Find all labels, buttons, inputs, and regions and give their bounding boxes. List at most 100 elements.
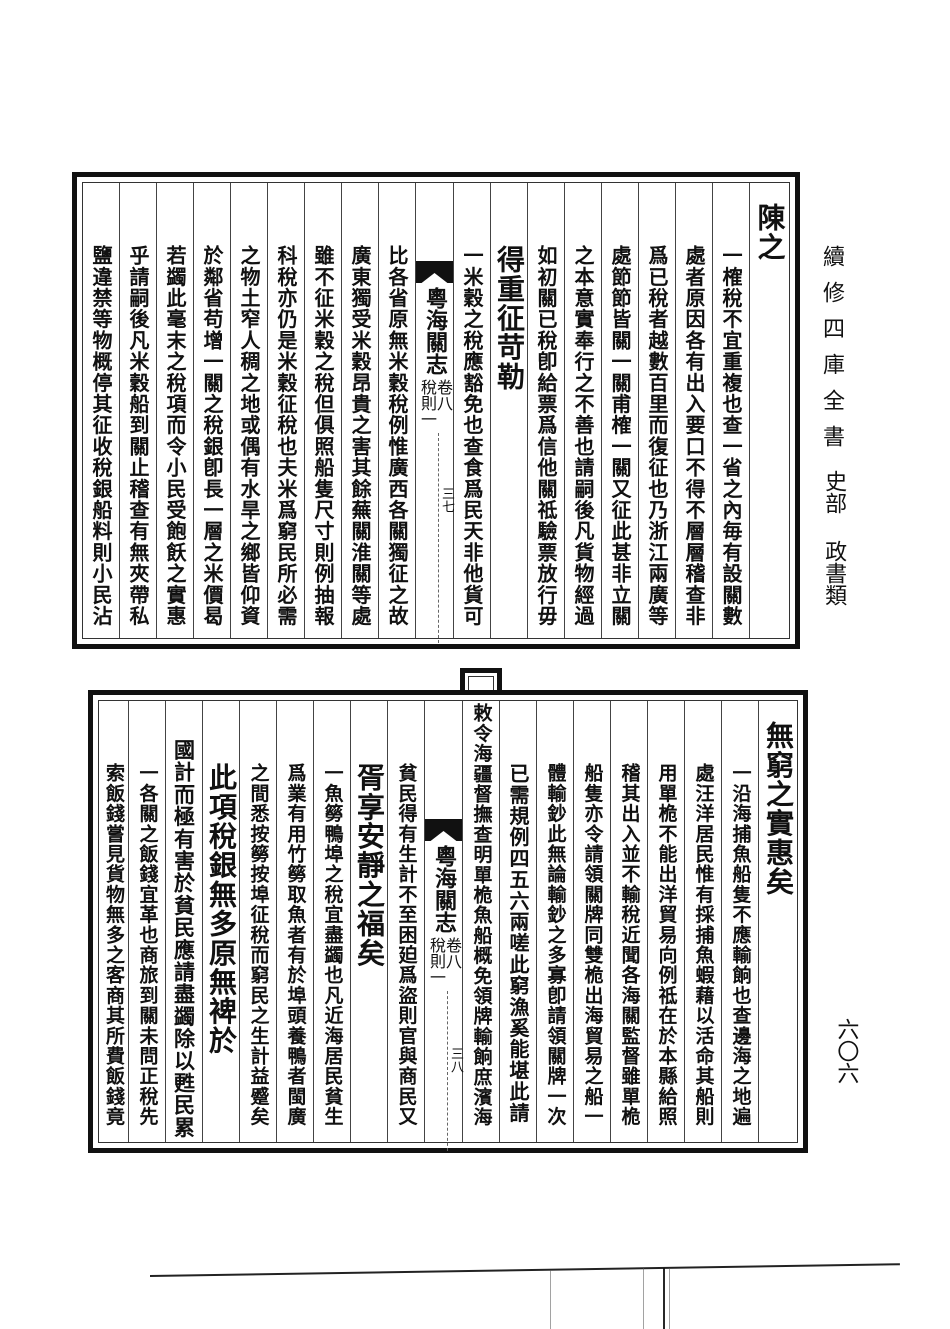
column-text: 鹽違禁等物概停其征收稅銀船料則小民沾	[89, 245, 113, 627]
column-text: 於鄰省苟增一關之稅銀卽長一層之米價曷	[200, 245, 224, 627]
text-column: 雖不征米穀之稅但俱照船隻尺寸則例抽報	[304, 183, 341, 638]
text-column: 一米穀之稅應豁免也查食爲民天非他貨可	[453, 183, 490, 638]
column-text: 處汪洋居民惟有採捕魚蝦藉以活命其船則	[692, 763, 715, 1127]
fold-leaf-number: 三七	[439, 487, 454, 513]
text-column: 科稅亦仍是米穀征稅也夫米爲窮民所必需	[267, 183, 304, 638]
column-text: 敕令海疆督撫查明單桅魚船概免領牌輸餉庶濱海	[470, 703, 493, 1128]
column-text: 處節節皆關一關甫榷一關又征此甚非立關	[608, 245, 632, 627]
text-column: 貧民得有生計不至困廹爲盜則官與商民又	[387, 701, 424, 1142]
column-text: 一米穀之稅應豁免也查食爲民天非他貨可	[460, 245, 484, 627]
series-title: 續修四庫全書	[819, 245, 844, 461]
text-column: 爲已稅者越數百里而復征也乃浙江兩廣等	[638, 183, 675, 638]
tab-inner-rule	[468, 676, 494, 694]
fold-book-title: 粵海關志	[431, 845, 457, 933]
text-column: 鹽違禁等物概停其征收稅銀船料則小民沾	[83, 183, 119, 638]
text-column: 乎請嗣後凡米穀船到關止稽查有無夾帶私	[119, 183, 156, 638]
column-text: 用單桅不能出洋貿易向例祗在於本縣給照	[655, 763, 678, 1127]
text-column: 體輸鈔此無論輸鈔之多寡卽請領關牌一次	[536, 701, 573, 1142]
column-text: 陳之	[753, 203, 787, 262]
text-column: 處節節皆關一關甫榷一關又征此甚非立關	[601, 183, 638, 638]
text-column: 國計而極有害於貧民應請盡蠲除以甦民累	[165, 701, 202, 1142]
column-text: 得重征苛勒	[493, 245, 526, 391]
column-text: 船隻亦令請領關牌同雙桅出海貿易之船一	[581, 763, 604, 1127]
column-text: 比各省原無米穀稅例惟廣西各關獨征之故	[385, 245, 409, 627]
bottom-text-panel: 無窮之實惠矣 一沿海捕魚船隻不應輸餉也查邊海之地遍 處汪洋居民惟有採捕魚蝦藉以活…	[88, 690, 808, 1153]
fold-chapter: 稅則一	[418, 379, 437, 427]
center-fold: 粵海關志 卷八 稅則一 三七	[415, 183, 454, 643]
text-column: 此項稅銀無多原無裨於	[202, 701, 239, 1142]
fishtail-marker-icon	[416, 261, 453, 283]
text-column: 已需規例四五六兩嗟此窮漁奚能堪此請	[499, 701, 536, 1142]
text-column: 一榷稅不宜重複也查一省之內毎有設關數	[712, 183, 749, 638]
column-text: 國計而極有害於貧民應請盡蠲除以甦民累	[171, 739, 197, 1139]
scan-artifact	[643, 1268, 644, 1329]
scan-edge-line	[149, 1263, 900, 1277]
text-column: 稽其出入並不輸稅近聞各海關監督雖單桅	[610, 701, 647, 1142]
column-text: 貧民得有生計不至困廹爲盜則官與商民又	[395, 763, 418, 1127]
column-text: 爲已稅者越數百里而復征也乃浙江兩廣等	[645, 245, 669, 627]
top-panel-columns: 陳之 一榷稅不宜重複也查一省之內毎有設關數 處者原因各有出入要口不得不層層稽查非…	[82, 182, 790, 643]
text-column: 無窮之實惠矣	[758, 701, 797, 1142]
text-column: 之物土窄人稠之地或偶有水旱之鄉皆仰資	[230, 183, 267, 638]
column-text: 一沿海捕魚船隻不應輸餉也查邊海之地遍	[729, 763, 752, 1127]
column-text: 科稅亦仍是米穀征稅也夫米爲窮民所必需	[274, 245, 298, 627]
column-text: 爲業有用竹簩取魚者有於埠頭養鴨者閩廣	[284, 763, 307, 1127]
raised-honorific-tab	[460, 668, 502, 694]
column-text: 之本意實奉行之不善也請嗣後凡貨物經過	[571, 245, 595, 627]
bottom-panel-columns: 無窮之實惠矣 一沿海捕魚船隻不應輸餉也查邊海之地遍 處汪洋居民惟有採捕魚蝦藉以活…	[98, 700, 798, 1151]
top-text-panel: 陳之 一榷稅不宜重複也查一省之內毎有設關數 處者原因各有出入要口不得不層層稽查非…	[72, 172, 800, 649]
column-text: 廣東獨受米穀昂貴之害其餘蕪關淮關等處	[348, 245, 372, 627]
column-text: 若蠲此毫末之稅項而令小民受飽飫之實惠	[163, 245, 187, 627]
scan-artifact	[669, 1268, 670, 1329]
fishtail-marker-icon	[425, 819, 462, 841]
fold-book-title: 粵海關志	[422, 287, 448, 375]
page-number: 六〇六	[833, 1018, 859, 1084]
column-text: 稽其出入並不輸稅近聞各海關監督雖單桅	[618, 763, 641, 1127]
category-label: 政書類	[821, 540, 847, 606]
text-column: 之本意實奉行之不善也請嗣後凡貨物經過	[564, 183, 601, 638]
text-column: 敕令海疆督撫查明單桅魚船概免領牌輸餉庶濱海	[462, 701, 499, 1142]
column-text: 一榷稅不宜重複也查一省之內毎有設關數	[719, 245, 743, 627]
text-column: 之間悉按簩按埠征稅而窮民之生計益蹙矣	[239, 701, 276, 1142]
column-text: 一各關之飯錢宜革也商旅到關未問正稅先	[136, 763, 159, 1127]
fold-rule	[447, 991, 448, 1151]
section-label: 史部	[821, 470, 847, 514]
text-column: 處汪洋居民惟有採捕魚蝦藉以活命其船則	[684, 701, 721, 1142]
text-column: 廣東獨受米穀昂貴之害其餘蕪關淮關等處	[341, 183, 378, 638]
text-column: 處者原因各有出入要口不得不層層稽查非	[675, 183, 712, 638]
text-column: 如初關已稅卽給票爲信他關祗驗票放行毋	[527, 183, 564, 638]
text-column: 一各關之飯錢宜革也商旅到關未問正稅先	[128, 701, 165, 1142]
column-text: 處者原因各有出入要口不得不層層稽查非	[682, 245, 706, 627]
column-text: 之間悉按簩按埠征稅而窮民之生計益蹙矣	[247, 763, 270, 1127]
column-text: 之物土窄人稠之地或偶有水旱之鄉皆仰資	[237, 245, 261, 627]
text-column: 船隻亦令請領關牌同雙桅出海貿易之船一	[573, 701, 610, 1142]
text-column: 胥享安靜之福矣	[350, 701, 387, 1142]
scan-artifact	[663, 1268, 665, 1329]
column-text: 胥享安靜之福矣	[353, 763, 386, 968]
text-column: 一沿海捕魚船隻不應輸餉也查邊海之地遍	[721, 701, 758, 1142]
text-column: 比各省原無米穀稅例惟廣西各關獨征之故	[378, 183, 415, 638]
text-column: 爲業有用竹簩取魚者有於埠頭養鴨者閩廣	[276, 701, 313, 1142]
text-column: 得重征苛勒	[490, 183, 527, 638]
text-column: 一魚簩鴨埠之稅宜盡蠲也凡近海居民貧生	[313, 701, 350, 1142]
fold-volume: 卷八	[434, 379, 453, 411]
column-text: 此項稅銀無多原無裨於	[205, 763, 238, 1055]
text-column: 於鄰省苟增一關之稅銀卽長一層之米價曷	[193, 183, 230, 638]
column-text: 已需規例四五六兩嗟此窮漁奚能堪此請	[506, 763, 530, 1124]
column-text: 體輸鈔此無論輸鈔之多寡卽請領關牌一次	[544, 763, 567, 1127]
column-text: 一魚簩鴨埠之稅宜盡蠲也凡近海居民貧生	[321, 763, 344, 1127]
text-column: 若蠲此毫末之稅項而令小民受飽飫之實惠	[156, 183, 193, 638]
column-text: 無窮之實惠矣	[762, 721, 795, 897]
scan-artifact	[550, 1270, 551, 1329]
column-text: 索飯錢嘗見貨物無多之客商其所費飯錢竟	[103, 763, 125, 1127]
text-column: 索飯錢嘗見貨物無多之客商其所費飯錢竟	[99, 701, 128, 1142]
fold-volume: 卷八	[443, 937, 462, 969]
text-column: 陳之	[749, 183, 789, 638]
column-text: 雖不征米穀之稅但俱照船隻尺寸則例抽報	[311, 245, 335, 627]
column-text: 乎請嗣後凡米穀船到關止稽查有無夾帶私	[126, 245, 150, 627]
fold-leaf-number: 三八	[448, 1047, 463, 1073]
fold-chapter: 稅則一	[427, 937, 446, 985]
center-fold: 粵海關志 卷八 稅則一 三八	[424, 701, 463, 1151]
fold-rule	[438, 433, 439, 643]
column-text: 如初關已稅卽給票爲信他關祗驗票放行毋	[534, 245, 558, 627]
